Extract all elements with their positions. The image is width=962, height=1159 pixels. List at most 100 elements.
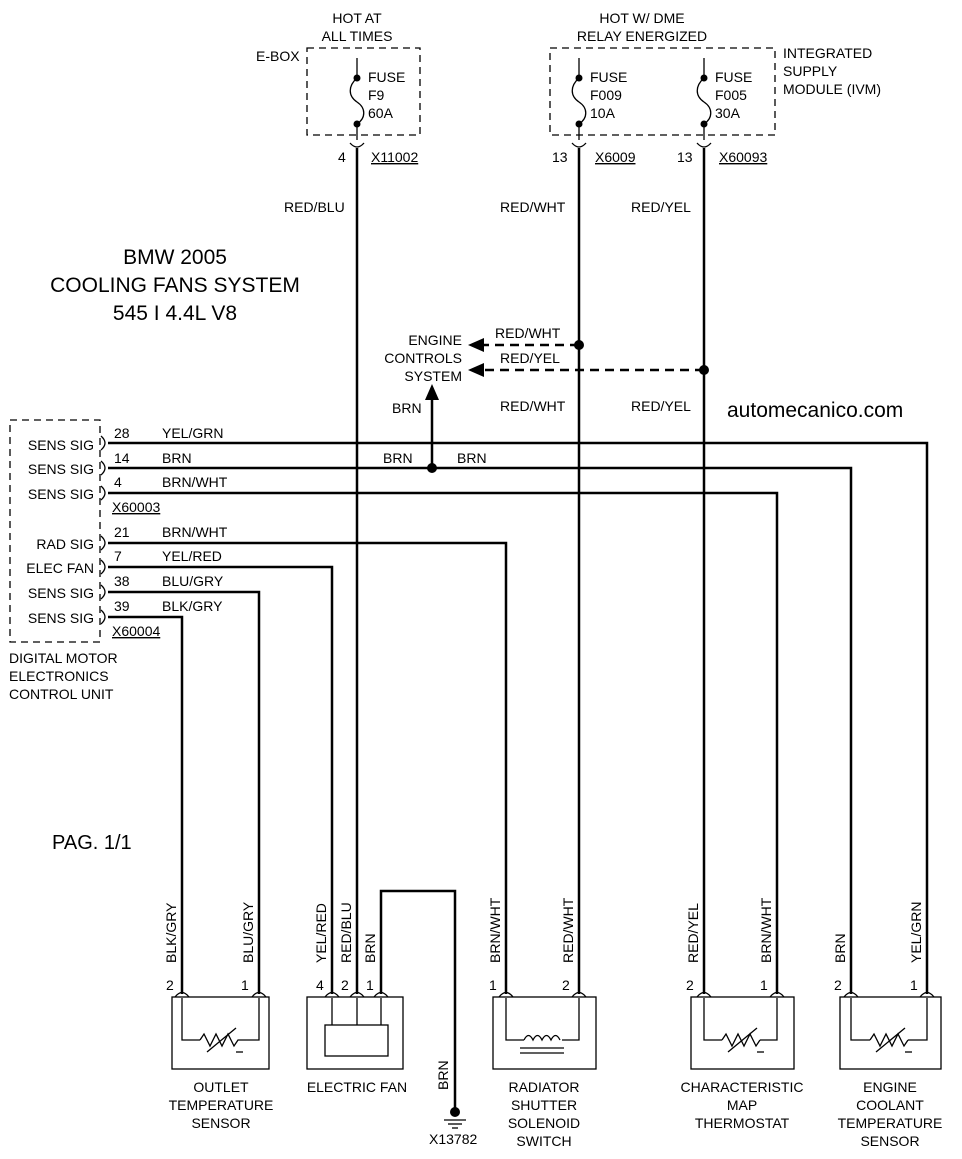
- coolant-sensor-wire-brn: BRN: [832, 933, 848, 963]
- fan-name: ELECTRIC FAN: [307, 1079, 407, 1095]
- connector-x60093-symbol: [696, 142, 712, 148]
- wire-yel-grn: [108, 441, 929, 994]
- thermostat-name-2: MAP: [727, 1097, 757, 1113]
- dme-pin-39: 39: [114, 598, 130, 614]
- fuse-f005-line-2: F005: [715, 87, 747, 103]
- solenoid-name-1: RADIATOR: [508, 1079, 579, 1095]
- outlet-temperature-sensor: [171, 991, 270, 1070]
- fuse-f009-line-1: FUSE: [590, 69, 627, 85]
- outlet-sensor-name-1: OUTLET: [193, 1079, 249, 1095]
- ivm-label-line-3: MODULE (IVM): [783, 81, 881, 97]
- ivm-outline: [549, 47, 776, 136]
- fuse-f9-line-2: F9: [368, 87, 385, 103]
- pin-x6009: 13: [552, 149, 568, 165]
- splice-label-brn-left: BRN: [383, 450, 413, 466]
- watermark: automecanico.com: [727, 399, 903, 422]
- connector-x60003-label: X60003: [112, 499, 160, 515]
- wire-brn-wht-thermostat: [108, 491, 779, 994]
- characteristic-map-thermostat: [690, 991, 795, 1070]
- connector-x6009-symbol: [571, 142, 587, 148]
- ecs-wire-label-brn: BRN: [392, 400, 422, 416]
- ivm-label-line-2: SUPPLY: [783, 63, 838, 79]
- coolant-sensor-name-2: COOLANT: [856, 1097, 924, 1113]
- title-line-1: BMW 2005: [123, 246, 227, 269]
- electric-fan: [306, 991, 404, 1070]
- dme-wire-28: YEL/GRN: [162, 425, 223, 441]
- wire-blk-gry: [108, 615, 184, 994]
- fuse-f009-line-2: F009: [590, 87, 622, 103]
- connector-x11002-label: X11002: [371, 149, 418, 165]
- solenoid-name-3: SOLENOID: [508, 1115, 580, 1131]
- fuse-f9-symbol: [349, 58, 365, 140]
- wire-blu-gry: [108, 590, 261, 994]
- dme-pin-14: 14: [114, 450, 130, 466]
- fan-pin-4: 4: [316, 977, 324, 993]
- fan-pin-1: 1: [366, 977, 374, 993]
- dme-sig-39: SENS SIG: [28, 610, 94, 626]
- fan-wire-yel-red: YEL/RED: [313, 903, 329, 963]
- fan-wire-brn: BRN: [362, 933, 378, 963]
- ground-label: X13782: [429, 1131, 477, 1147]
- dme-pin-38: 38: [114, 573, 130, 589]
- outlet-sensor-wire-blk-gry: BLK/GRY: [163, 902, 179, 963]
- dme-pin-7: 7: [114, 548, 122, 564]
- thermostat-name-1: CHARACTERISTIC: [681, 1079, 804, 1095]
- coolant-sensor-pin-2: 2: [834, 977, 842, 993]
- dme-wire-38: BLU/GRY: [162, 573, 224, 589]
- pin-x60093: 13: [677, 149, 693, 165]
- ecs-wire-label-red-wht: RED/WHT: [495, 325, 561, 341]
- arrow-red-yel: [468, 363, 484, 377]
- dme-wire-4: BRN/WHT: [162, 474, 228, 490]
- solenoid-wire-red-wht: RED/WHT: [560, 897, 576, 963]
- solenoid-name-2: SHUTTER: [511, 1097, 577, 1113]
- hot-dme-line-1: HOT W/ DME: [599, 10, 684, 26]
- dme-sig-38: SENS SIG: [28, 585, 94, 601]
- dme-wire-7: YEL/RED: [162, 548, 222, 564]
- arrow-brn: [425, 384, 439, 400]
- fuse-f009-line-3: 10A: [590, 105, 616, 121]
- title-line-3: 545 I 4.4L V8: [113, 302, 237, 325]
- coolant-sensor-name-3: TEMPERATURE: [838, 1115, 943, 1131]
- solenoid-name-4: SWITCH: [516, 1133, 571, 1149]
- wire-label-red-wht: RED/WHT: [500, 199, 566, 215]
- connector-x60004-label: X60004: [112, 623, 160, 639]
- solenoid-pin-2: 2: [562, 977, 570, 993]
- ebox-label: E-BOX: [256, 48, 300, 64]
- hot-at-all-times-line-1: HOT AT: [332, 10, 382, 26]
- thermostat-pin-2: 2: [686, 977, 694, 993]
- dme-wire-14: BRN: [162, 450, 192, 466]
- wire-label-red-yel: RED/YEL: [631, 199, 691, 215]
- dme-sig-21: RAD SIG: [36, 536, 94, 552]
- coolant-sensor-name-4: SENSOR: [860, 1133, 919, 1149]
- outlet-sensor-pin-1: 1: [241, 977, 249, 993]
- pin-x11002: 4: [338, 149, 346, 165]
- outlet-sensor-wire-blu-gry: BLU/GRY: [240, 901, 256, 963]
- dme-pin-4: 4: [114, 474, 122, 490]
- dme-outline: [9, 419, 101, 643]
- fuse-f009-symbol: [571, 58, 587, 140]
- outlet-sensor-name-2: TEMPERATURE: [169, 1097, 274, 1113]
- coolant-sensor-wire-yel-grn: YEL/GRN: [908, 902, 924, 963]
- title-line-2: COOLING FANS SYSTEM: [50, 274, 300, 297]
- wire-network: [108, 148, 929, 1112]
- dme-sig-4: SENS SIG: [28, 486, 94, 502]
- splice-label-brn-right: BRN: [457, 450, 487, 466]
- thermostat-pin-1: 1: [760, 977, 768, 993]
- outlet-sensor-name-3: SENSOR: [191, 1115, 250, 1131]
- wire-label-red-blu: RED/BLU: [284, 199, 345, 215]
- thermostat-wire-red-yel: RED/YEL: [685, 903, 701, 963]
- dme-wire-39: BLK/GRY: [162, 598, 223, 614]
- engine-controls-line-2: CONTROLS: [384, 350, 462, 366]
- continue-label-red-yel: RED/YEL: [631, 398, 691, 414]
- radiator-shutter-solenoid-switch: [492, 991, 597, 1070]
- continue-label-red-wht: RED/WHT: [500, 398, 566, 414]
- engine-controls-line-3: SYSTEM: [404, 368, 462, 384]
- fuse-f9-line-3: 60A: [368, 105, 394, 121]
- dme-sig-7: ELEC FAN: [26, 560, 94, 576]
- dme-sig-14: SENS SIG: [28, 461, 94, 477]
- hot-at-all-times-line-2: ALL TIMES: [322, 28, 393, 44]
- engine-coolant-temperature-sensor: [839, 991, 942, 1070]
- wire-brn-sensor: [108, 466, 853, 994]
- connector-x6009-label: X6009: [595, 149, 636, 165]
